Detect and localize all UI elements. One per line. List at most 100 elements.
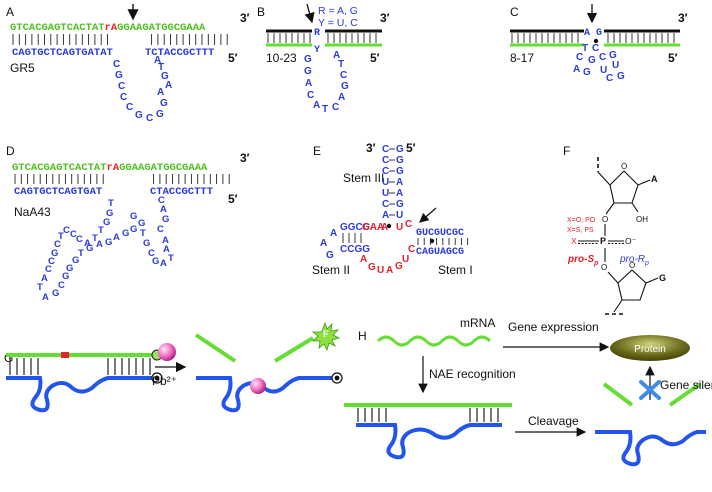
panel-e-dot-stem3 (386, 223, 392, 229)
svg-text:T: T (168, 253, 174, 264)
panel-d-top-green-2: GGAAGATGGCGAAA (119, 162, 208, 174)
svg-text:C: C (146, 113, 153, 124)
panel-f-phosphorus: P (600, 236, 606, 246)
panel-g-basepair-ticks (9, 358, 151, 375)
panel-d-name: NaA43 (14, 205, 51, 219)
panel-f-base-g: G (659, 273, 666, 283)
panel-a-5prime: 5′ (228, 51, 238, 65)
svg-text:G: G (395, 261, 403, 272)
svg-text:A: A (157, 87, 164, 98)
svg-text:G: G (304, 66, 312, 77)
svg-text:G: G (156, 109, 164, 120)
svg-text:G: G (152, 256, 159, 267)
svg-text:G: G (617, 71, 625, 82)
panel-f-ring-o-bottom: O (629, 261, 635, 270)
svg-text:G: G (583, 67, 591, 78)
panel-c-wobble-dot (593, 38, 599, 44)
panel-f-bond-c5 (607, 271, 619, 284)
svg-text:G: G (52, 288, 59, 299)
panel-f-x: X (571, 236, 577, 246)
panel-f-xo: X=O, PO (567, 217, 596, 224)
panel-h-basepair-ticks (357, 408, 499, 422)
svg-text:U: U (396, 222, 403, 233)
svg-text:G: G (66, 263, 73, 274)
svg-text:G: G (304, 54, 312, 65)
panel-h-protein (610, 335, 690, 361)
panel-a-basepair-ticks (12, 34, 228, 45)
panel-a-enzyme-left: CAGTGCTCAGTGATAT (12, 47, 113, 59)
svg-text:G: G (130, 211, 137, 222)
panel-b-letter: B (257, 5, 265, 19)
panel-e-stem3-ticks (389, 148, 395, 216)
svg-text:U: U (382, 177, 389, 188)
panel-g-pb-ion (158, 343, 176, 361)
svg-text:A: A (163, 244, 170, 255)
panel-d-enzyme-left: CAGTGCTCAGTGAT (14, 186, 102, 198)
svg-text:A: A (320, 238, 327, 249)
panel-h-protein-label: Protein (634, 344, 666, 355)
panel-c-5prime: 5′ (668, 51, 678, 65)
panel-h: H mRNA Gene expression Protein NAE recog… (344, 316, 712, 467)
panel-g-letter: G (4, 351, 13, 365)
panel-g-pb-label: Pb²⁺ (152, 374, 177, 388)
panel-f-bottom-ribose (617, 269, 647, 301)
svg-text:G: G (138, 218, 145, 229)
panel-c-basepair-ticks (511, 33, 675, 43)
svg-text:T: T (58, 231, 64, 242)
panel-h-mrna (376, 335, 492, 347)
panel-g-quencher-after-core (334, 375, 340, 381)
panel-d: D GTCACGAGTCACTATrAGGAAGATGGCGAAA 3′ CAG… (6, 144, 250, 303)
svg-text:C: C (70, 229, 77, 240)
svg-text:G: G (122, 228, 129, 239)
svg-text:G: G (103, 217, 110, 228)
svg-text:C: C (58, 280, 65, 291)
svg-text:A: A (573, 64, 580, 75)
panel-e-core: GGCC GAA A U C A A G CCGG A G U A G U C (320, 219, 415, 276)
panel-a-substrate: GTCACGAGTCACTATrAGGAAGATGGCGAAA (10, 22, 206, 34)
panel-f-bond-a (637, 179, 651, 186)
svg-text:G: G (162, 214, 169, 225)
panel-b-legend-y: Y = U, C (318, 17, 358, 29)
svg-text:G: G (396, 199, 404, 210)
svg-text:T: T (158, 62, 164, 73)
panel-f-top-ribose (609, 170, 639, 204)
panel-e-stem1-ticks (417, 238, 469, 245)
svg-text:G: G (143, 238, 150, 249)
panel-c-letter: C (510, 5, 519, 19)
panel-a-enzyme-right: TCTACCGCTTT (145, 47, 214, 59)
svg-text:A: A (165, 80, 172, 91)
panel-b-5prime: 5′ (370, 51, 380, 65)
panel-a: A GTCACGAGTCACTATrAGGAAGATGGCGAAA 3′ CAG… (6, 4, 250, 124)
svg-text:T: T (582, 43, 588, 54)
panel-f-o-bridge-2: O (601, 263, 607, 272)
svg-text:G: G (130, 224, 137, 235)
panel-f-o-bridge-1: O (602, 215, 608, 224)
svg-text:T: T (140, 228, 146, 239)
panel-f-bond-o (605, 202, 615, 215)
panel-h-gene-expression: Gene expression (508, 320, 599, 334)
svg-text:A: A (160, 258, 167, 269)
svg-text:C: C (592, 43, 599, 54)
panel-f-pro-r: pro-Rp (619, 254, 649, 267)
panel-f-ring-o-top: O (621, 162, 627, 171)
panel-h-gene-silence: Gene silence (660, 378, 712, 392)
panel-e-3prime: 3′ (366, 141, 376, 155)
panel-g: G Pb²⁺ F (4, 321, 343, 413)
panel-f: F O A OH O P X O⁻ X=O, PO X=S, PS pro-Sp… (563, 144, 666, 315)
panel-b-3prime: 3′ (380, 11, 390, 25)
panel-h-hybrid-enzyme (356, 423, 502, 460)
svg-text:A: A (42, 292, 49, 303)
panel-b-cleavage-arrow (304, 3, 315, 24)
svg-text:A: A (386, 265, 393, 276)
panel-g-fragment-right (273, 336, 315, 363)
panel-h-nae-label: NAE recognition (429, 367, 516, 381)
svg-text:C: C (606, 73, 613, 84)
panel-h-mrna-label: mRNA (460, 316, 495, 330)
panel-g-quencher-core (154, 375, 160, 381)
svg-text:T: T (92, 233, 98, 244)
